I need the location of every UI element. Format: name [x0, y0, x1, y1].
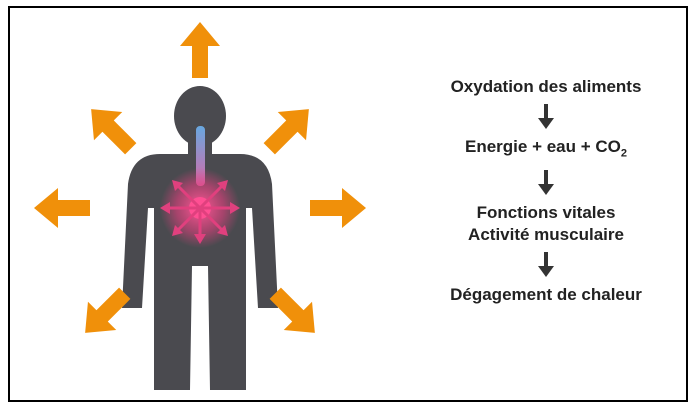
flow-step-muscle-activity: Activité musculaire: [388, 224, 688, 246]
heat-arrow-right-icon: [310, 188, 366, 228]
flow-step-energy: Energie + eau + CO2: [388, 136, 688, 164]
flow-step-oxidation: Oxydation des aliments: [388, 76, 688, 98]
body-heat-illustration: [10, 8, 390, 402]
energy-core-icon: [160, 168, 240, 248]
flow-step-heat-release: Dégagement de chaleur: [388, 284, 688, 306]
down-arrow-icon: [536, 104, 556, 130]
diagram-frame: Oxydation des aliments Energie + eau + C…: [8, 6, 688, 402]
energy-flow: Oxydation des aliments Energie + eau + C…: [388, 76, 688, 306]
heat-arrow-up-right-icon: [255, 95, 323, 163]
flow-step-vital-functions: Fonctions vitales: [388, 202, 688, 224]
co2-subscript: 2: [621, 147, 627, 159]
down-arrow-icon: [536, 252, 556, 278]
heat-arrow-left-icon: [34, 188, 90, 228]
flow-step-energy-text: Energie + eau + CO: [465, 137, 621, 156]
heat-arrow-up-icon: [180, 22, 220, 78]
heat-arrow-up-left-icon: [77, 95, 145, 163]
down-arrow-icon: [536, 170, 556, 196]
